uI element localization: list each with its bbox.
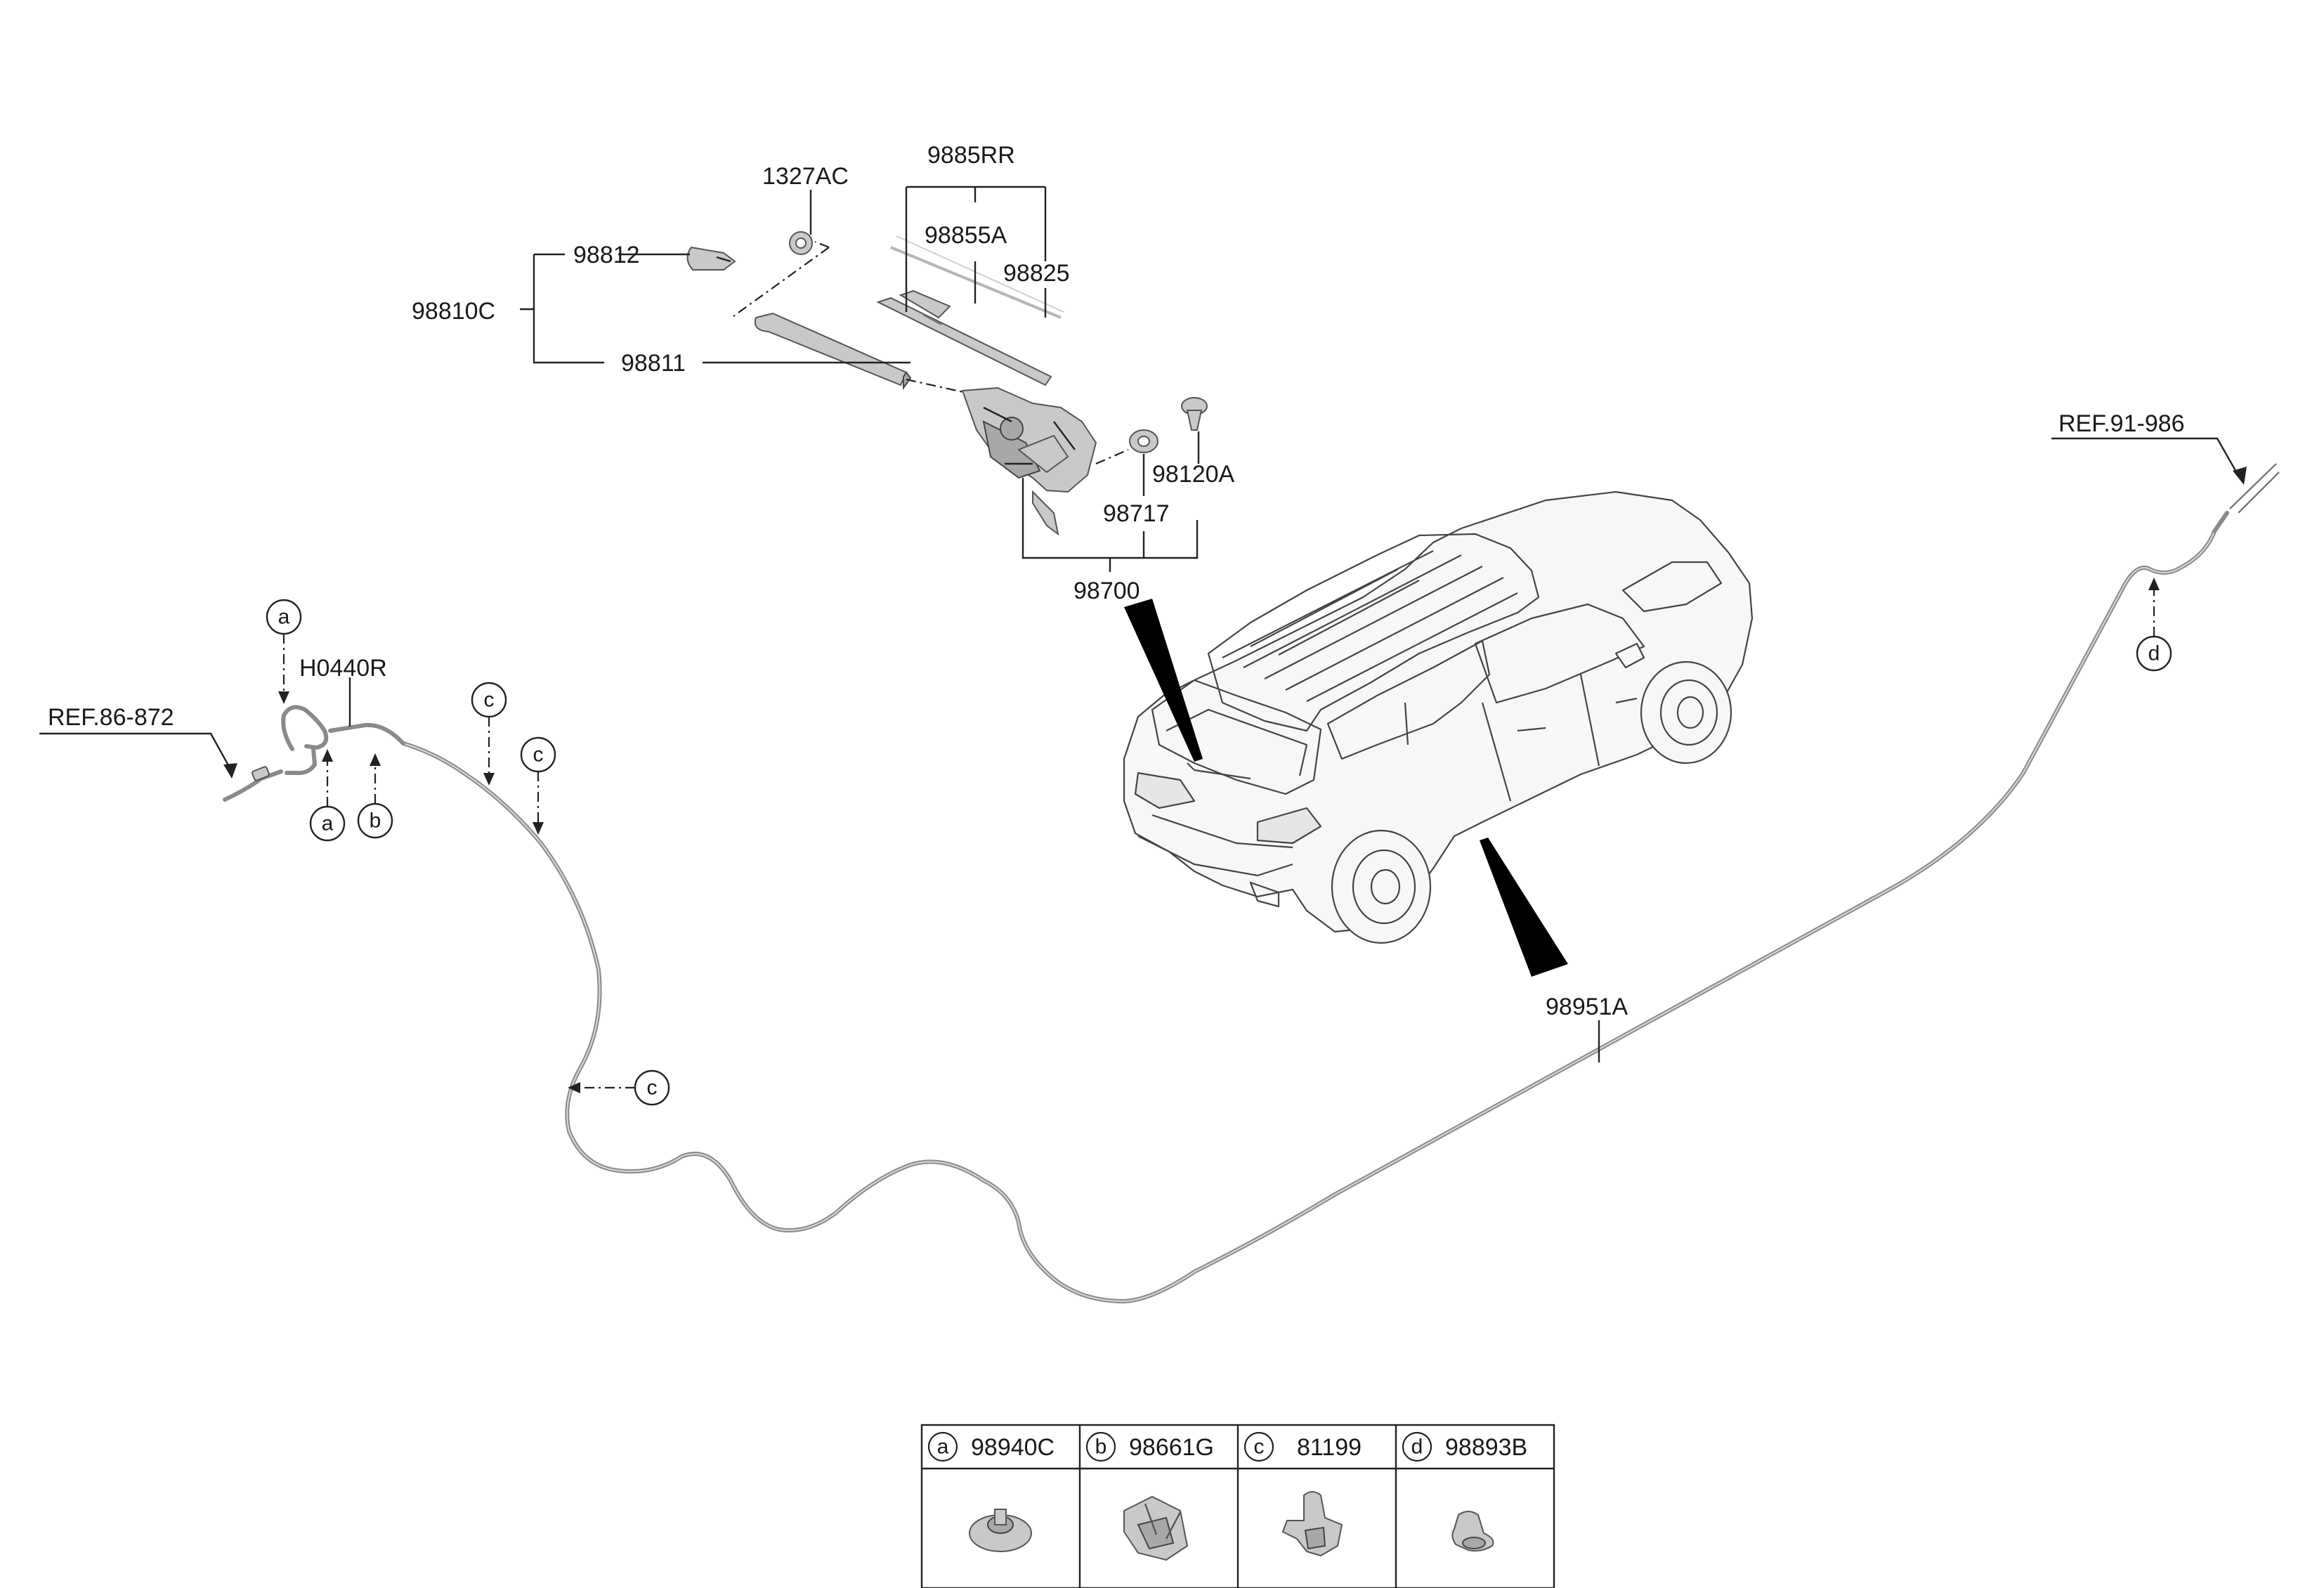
- assembly-guide-line: [1095, 448, 1129, 465]
- label-98810c: 98810C: [412, 298, 495, 325]
- label-98700: 98700: [1073, 578, 1140, 604]
- grommet-98717-part[interactable]: [1129, 429, 1158, 453]
- clip-98661g-part: [1123, 1495, 1189, 1561]
- arrow-head: [2233, 467, 2247, 485]
- clip-98940c-part: [969, 1509, 1032, 1552]
- legend-table: a 98940C b 98661G c 81199: [920, 1424, 1555, 1588]
- callout-c-1: c: [471, 682, 507, 718]
- leader-line: [905, 186, 1047, 318]
- wiper-assembly: [520, 186, 1208, 572]
- legend-cell-b: b 98661G: [1085, 1431, 1214, 1561]
- callout-c-2: c: [520, 736, 556, 773]
- callout-b: b: [357, 802, 393, 839]
- wiper-arm-cap-part[interactable]: [686, 246, 736, 271]
- nozzle-98120a-part[interactable]: [1181, 397, 1208, 431]
- svg-text:b: b: [1095, 1436, 1107, 1459]
- leader-line: [1021, 478, 1199, 572]
- assembly-guide-line: [814, 240, 830, 249]
- callout-c-3: c: [634, 1069, 670, 1106]
- label-98812: 98812: [573, 242, 640, 268]
- svg-text:c: c: [484, 689, 495, 712]
- legend-cell-a: a 98940C: [927, 1431, 1055, 1552]
- grommet-98893b-part: [1451, 1511, 1494, 1552]
- svg-text:a: a: [937, 1436, 949, 1459]
- arrow-head: [322, 749, 333, 762]
- callout-wedge-hose: [1480, 838, 1568, 977]
- svg-text:c: c: [647, 1076, 658, 1100]
- callout-wedge-wiper: [1124, 599, 1203, 762]
- label-98825: 98825: [1003, 260, 1070, 287]
- svg-text:98893B: 98893B: [1445, 1434, 1527, 1461]
- label-98951a: 98951A: [1546, 994, 1628, 1020]
- svg-text:d: d: [1411, 1436, 1423, 1459]
- arrow-head: [483, 773, 495, 786]
- legend-cell-c: c 81199: [1243, 1431, 1362, 1557]
- arrow-head: [2148, 578, 2160, 590]
- label-9885rr: 9885RR: [927, 142, 1015, 169]
- label-98717: 98717: [1103, 500, 1170, 527]
- arrow-head: [370, 753, 381, 766]
- nut-1327ac-part[interactable]: [789, 231, 813, 255]
- svg-text:c: c: [533, 743, 544, 767]
- svg-text:a: a: [322, 812, 334, 835]
- svg-text:c: c: [1254, 1436, 1265, 1459]
- svg-text:a: a: [278, 606, 290, 629]
- callout-a-bottom: a: [309, 805, 346, 842]
- label-h0440r: H0440R: [299, 655, 387, 682]
- svg-text:98940C: 98940C: [971, 1434, 1055, 1461]
- wiper-arm-part[interactable]: [754, 312, 912, 391]
- callout-a-top: a: [266, 599, 302, 635]
- legend-cell-d: d 98893B: [1402, 1431, 1527, 1552]
- label-ref-91-986: REF.91-986: [2058, 410, 2185, 437]
- assembly-guide-line: [906, 378, 970, 395]
- clip-81199-part: [1281, 1491, 1343, 1557]
- arrow-head: [568, 1082, 580, 1093]
- leader-line: [520, 253, 604, 364]
- leader-line: [2051, 437, 2241, 479]
- vehicle-illustration: [1123, 490, 1754, 944]
- arrow-head: [533, 822, 544, 835]
- svg-text:b: b: [370, 809, 381, 833]
- label-ref-86-872: REF.86-872: [48, 704, 174, 731]
- leader-line: [39, 732, 233, 772]
- callout-d: d: [2136, 635, 2172, 672]
- arrow-head: [223, 763, 237, 779]
- label-98855a: 98855A: [925, 222, 1007, 249]
- wiper-motor-part[interactable]: [961, 386, 1097, 536]
- label-1327ac: 1327AC: [762, 163, 849, 190]
- label-98811: 98811: [621, 350, 686, 377]
- svg-text:d: d: [2148, 642, 2160, 665]
- washer-hose[interactable]: [223, 463, 2280, 1303]
- arrow-head: [278, 691, 289, 704]
- svg-text:81199: 81199: [1297, 1434, 1362, 1461]
- label-98120a: 98120A: [1152, 461, 1235, 488]
- svg-text:98661G: 98661G: [1129, 1434, 1214, 1461]
- assembly-guide-line: [733, 247, 830, 317]
- wiper-blade-part[interactable]: [876, 235, 1064, 386]
